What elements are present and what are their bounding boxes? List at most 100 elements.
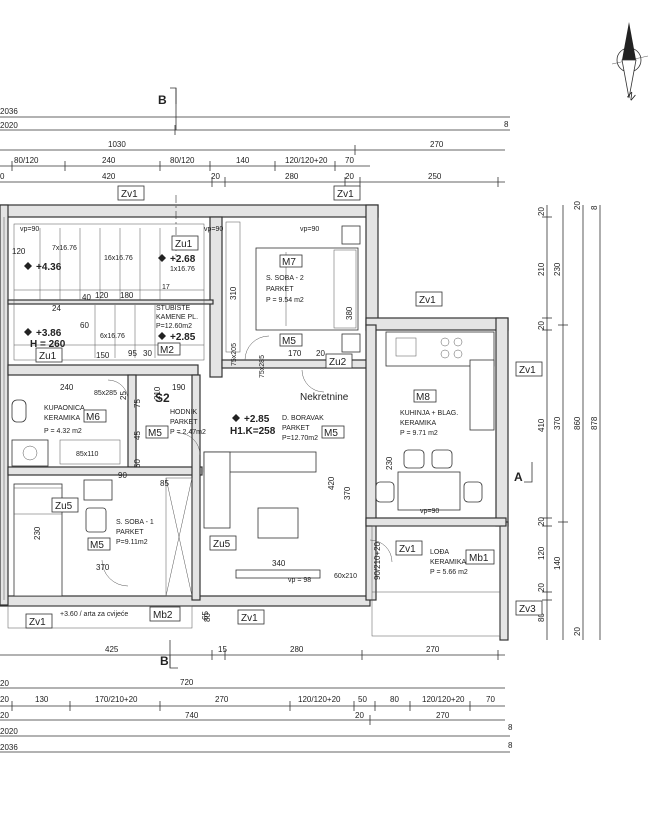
room-bath-name: KUPAONICA xyxy=(44,405,85,412)
label-50: 50 xyxy=(133,459,142,468)
door-swings xyxy=(101,335,393,587)
room-hall-tag: S2 xyxy=(155,391,170,405)
dim-bottom-r3-7: 120/120+20 xyxy=(422,695,465,704)
dim-right-inner-7: 80 xyxy=(537,613,546,622)
loggia-outline xyxy=(371,525,501,637)
stair-label-0: 7x16.76 xyxy=(52,245,77,252)
dim-bottom-r3-6: 80 xyxy=(390,695,399,704)
room-m7-name: S. SOBA - 2 xyxy=(266,275,304,282)
zone-tag-zv1-top-right: Zv1 xyxy=(337,189,354,200)
dim-bottom-r3-3: 270 xyxy=(215,695,229,704)
dim-top-1030: 1030 xyxy=(108,140,126,149)
level-2-85-stairs: +2.85 xyxy=(170,332,196,343)
room-s1-tag: M5 xyxy=(90,540,104,551)
dim-top-r4-1: 240 xyxy=(102,156,116,165)
room-loggia-floor: KERAMIKA xyxy=(430,559,467,566)
dim-bottom-425: 425 xyxy=(105,645,119,654)
zone-tag-zu2: Zu2 xyxy=(329,357,347,368)
label-65: 65 xyxy=(201,611,210,620)
section-mark-b-bottom xyxy=(169,640,178,669)
stair-label-7: 24 xyxy=(52,304,61,313)
dim-bottom-end-2: 20 xyxy=(355,711,364,720)
label-vp98: vp = 98 xyxy=(288,577,311,584)
label-190: 190 xyxy=(172,383,186,392)
stair-label-8: 40 xyxy=(82,293,91,302)
dim-top-r5-4: 250 xyxy=(428,172,442,181)
room-m7-area: P = 9.54 m2 xyxy=(266,297,304,304)
north-arrow-icon xyxy=(611,22,649,99)
dim-top-r4-0: 80/120 xyxy=(14,156,39,165)
tv-unit xyxy=(235,569,321,579)
dim-bottom-r3-1: 130 xyxy=(35,695,49,704)
interior-walls xyxy=(7,216,507,601)
stair-label-11: 95 xyxy=(128,349,137,358)
label-60x210: 60x210 xyxy=(334,573,357,580)
zone-tag-zv1-bottom-left: Zv1 xyxy=(29,617,46,628)
dim-bottom-end-0: 20 xyxy=(0,679,9,688)
room-hall-floor: PARKET xyxy=(170,419,198,426)
dim-bottom-280: 280 xyxy=(290,645,304,654)
zone-tags: Zv1 Zv1 Zv1 Zv1 Zv1 Zv1 Zv1 Zv3 Zu1 Zu1 … xyxy=(25,185,543,629)
zone-tag-zu1-left: Zu1 xyxy=(39,351,57,362)
section-mark-b-bottom-label: B xyxy=(160,654,169,668)
level-3-86: +3.86 xyxy=(36,328,62,339)
dim-bottom-end-4: 8 xyxy=(508,741,513,750)
label-240: 240 xyxy=(60,383,74,392)
room-hall-area: P = 2.47m2 xyxy=(170,429,206,436)
dim-right-inner-5: 120 xyxy=(537,546,546,560)
dim-right-inner-0: 20 xyxy=(537,207,546,216)
label-230b: 230 xyxy=(385,456,394,470)
room-bath-floor: KERAMIKA xyxy=(44,415,81,422)
stair-label-9: 60 xyxy=(80,321,89,330)
room-s1-name: S. SOBA - 1 xyxy=(116,519,154,526)
stair-label-2: 1x16.76 xyxy=(170,266,195,273)
dim-bottom-740: 740 xyxy=(185,711,199,720)
zone-tag-zu5-living: Zu5 xyxy=(213,539,231,550)
dim-bottom-2020: 2020 xyxy=(0,727,18,736)
dim-bottom-r3-8: 70 xyxy=(486,695,495,704)
stair-label-4: 17 xyxy=(162,284,170,291)
room-loggia-area: P = 5.66 m2 xyxy=(430,569,468,576)
dim-right-outer-0: 860 xyxy=(573,416,582,430)
room-bath-area: P = 4.32 m2 xyxy=(44,428,82,435)
dim-right-inner-3: 410 xyxy=(537,418,546,432)
label-170: 170 xyxy=(288,349,302,358)
section-mark-a-right-label: A xyxy=(514,470,523,484)
dim-top-r5-1: 20 xyxy=(211,172,220,181)
label-370a: 370 xyxy=(343,486,352,500)
label-85x285: 85x285 xyxy=(94,390,117,397)
dim-top-r4-3: 140 xyxy=(236,156,250,165)
bottom-dimension-lines xyxy=(0,650,510,753)
stair-label-6: 180 xyxy=(120,291,134,300)
label-85x110: 85x110 xyxy=(76,451,99,458)
level-2-68: +2.68 xyxy=(170,254,196,265)
section-mark-b-top xyxy=(170,87,177,130)
zone-tag-zv1-right: Zv1 xyxy=(519,365,536,376)
dim-bottom-end-1: 20 xyxy=(0,711,9,720)
room-stair-floor: KAMENE PL. xyxy=(156,314,198,321)
balcony-note: +3.60 / arta za cvijeće xyxy=(60,611,128,618)
stair-label-1: 16x16.76 xyxy=(104,255,133,262)
room-m8-area: P = 9.71 m2 xyxy=(400,430,438,437)
room-m8-name: KUHINJA + BLAG. xyxy=(400,410,458,417)
dim-top-r4-5: 70 xyxy=(345,156,354,165)
label-75x205: 75x205 xyxy=(231,343,238,366)
dim-right-mid-0: 230 xyxy=(553,262,562,276)
dim-bottom-r3-4: 120/120+20 xyxy=(298,695,341,704)
label-420: 420 xyxy=(327,476,336,490)
label-380: 380 xyxy=(345,306,354,320)
dim-top-r4-2: 80/120 xyxy=(170,156,195,165)
stair-label-12: 150 xyxy=(96,351,110,360)
level-4-36: +4.36 xyxy=(36,262,62,273)
section-mark-b-top-label: B xyxy=(158,93,167,107)
north-label: N xyxy=(624,90,637,103)
room-m8-floor: KERAMIKA xyxy=(400,420,437,427)
label-vp90-d: vp=90 xyxy=(420,508,439,515)
dim-top-2020-end: 8 xyxy=(504,120,509,129)
dim-right-tick-0: 20 xyxy=(573,201,582,210)
bed-room-2 xyxy=(255,225,361,353)
room-stair-name: STUBIŠTE xyxy=(156,303,191,312)
dim-top-2020: 2020 xyxy=(0,121,18,130)
dim-bottom-270: 270 xyxy=(426,645,440,654)
label-20: 20 xyxy=(316,349,325,358)
